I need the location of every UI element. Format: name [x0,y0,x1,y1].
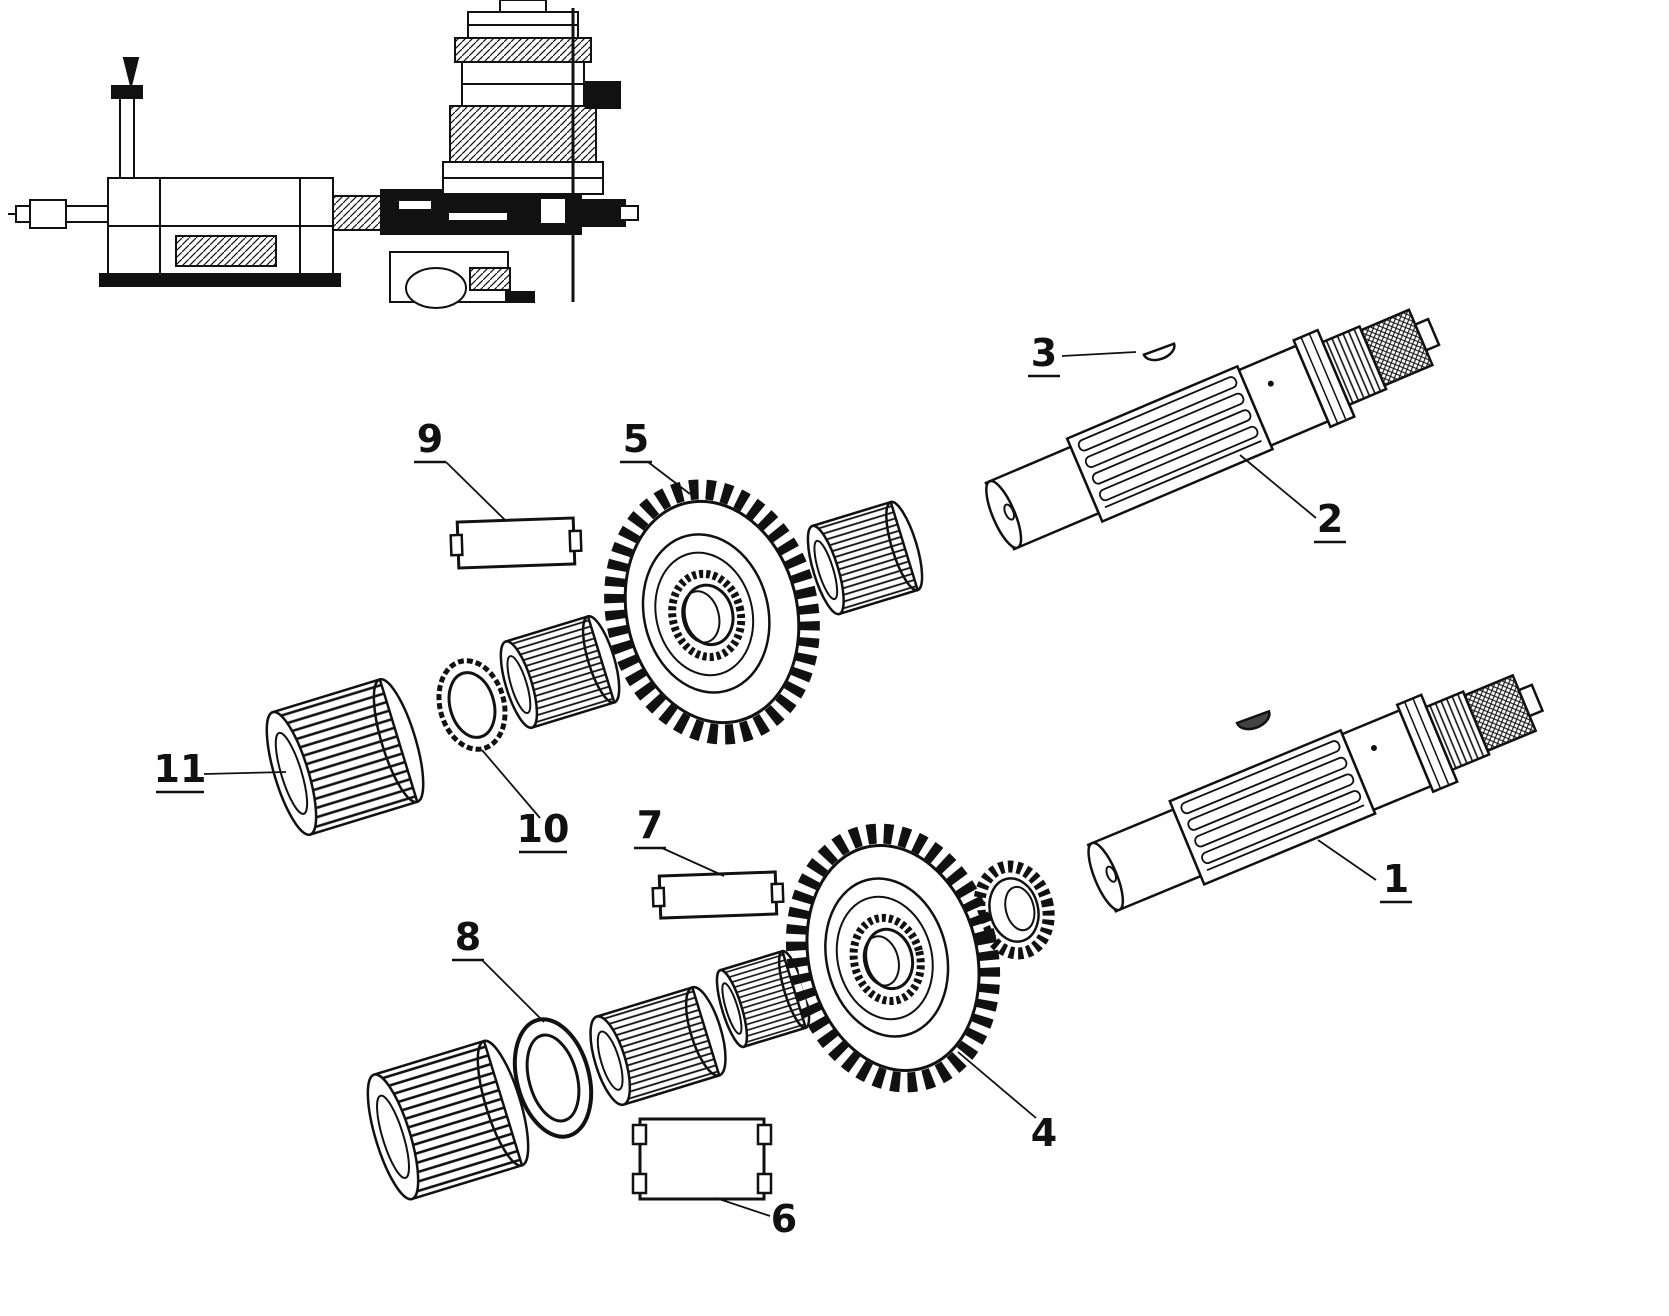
callout-3: 3 [1028,331,1137,378]
callout-number: 8 [455,915,481,959]
part-3-woodruff-key [1142,342,1176,362]
assembled-transmission-inset [8,0,639,309]
callout-number: 6 [771,1197,797,1241]
woodruff-key-lower [1235,709,1271,731]
callout-2: 2 [1239,454,1346,544]
callout-10: 10 [481,749,570,854]
part-6-bearing-cage [631,1117,773,1201]
needle-bearing-lower-left [355,1034,541,1206]
part-9-roller-pin [449,516,583,570]
callout-number: 7 [637,803,663,847]
part-1-splined-shaft [1076,653,1557,926]
callout-4: 4 [957,1051,1057,1155]
callout-11: 11 [154,747,287,794]
callout-7: 7 [634,803,725,877]
callout-number: 1 [1383,857,1409,901]
callout-number: 2 [1317,497,1343,541]
part-10-lock-washer [436,658,508,752]
part-5-gear [604,479,820,745]
gear-4-pinion-boss [973,860,1055,960]
part-11-needle-bearing [255,672,435,842]
callout-number: 4 [1031,1111,1057,1155]
callout-number: 5 [623,417,649,461]
needle-bearing-gear5 [799,497,931,619]
part-8-washer [512,1017,594,1139]
callout-number: 11 [154,747,207,791]
callout-6: 6 [715,1197,797,1241]
callout-number: 10 [517,807,570,851]
callout-9: 9 [414,417,506,521]
callout-8: 8 [452,915,545,1023]
callout-1: 1 [1317,839,1412,904]
needle-bearing-lower-mid [581,981,735,1111]
callout-number: 9 [417,417,443,461]
part-2-splined-shaft [973,287,1454,564]
part-4-gear [785,823,1001,1093]
part-7-roller-pin [651,870,785,920]
callout-5: 5 [620,417,691,495]
callout-number: 3 [1031,331,1057,375]
needle-bearing-upper [492,611,628,733]
